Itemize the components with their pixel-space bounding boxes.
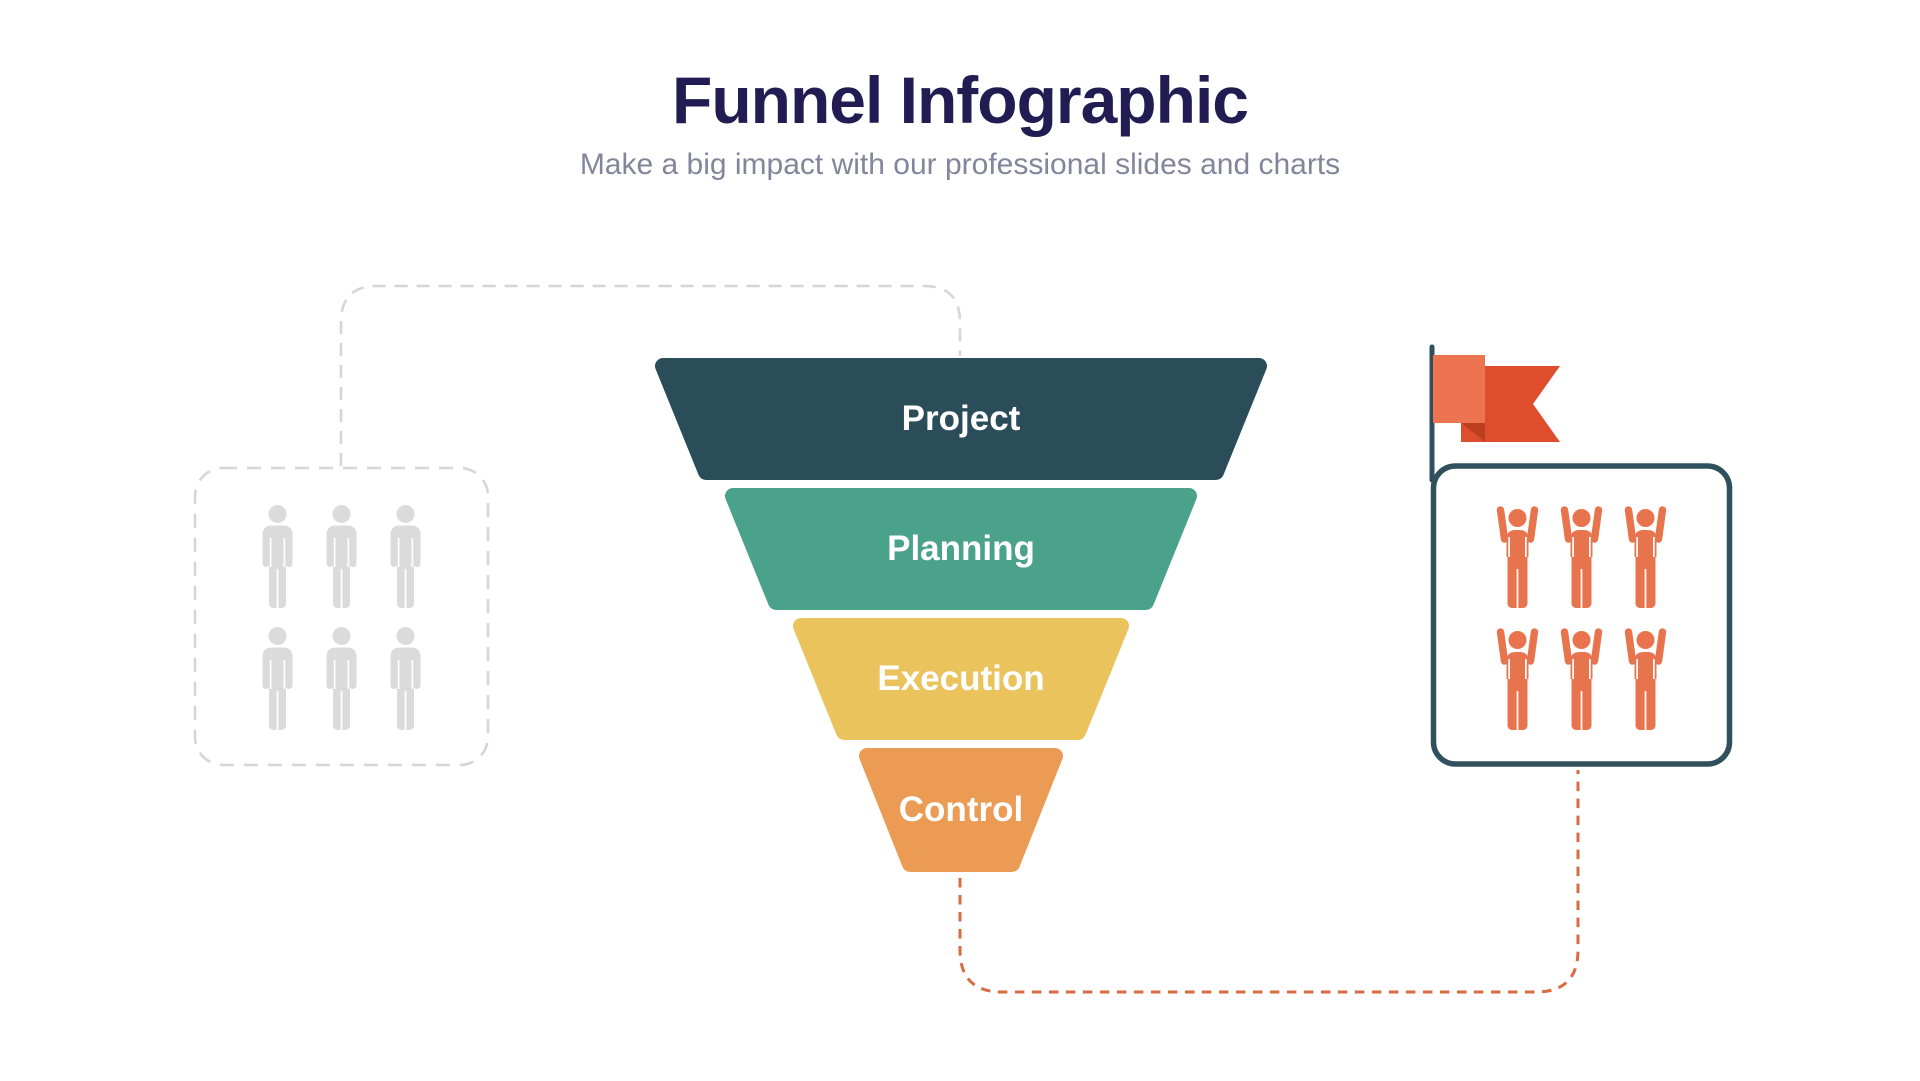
funnel-stage-planning (725, 488, 1197, 610)
flag-banner (1461, 366, 1560, 442)
audience-people-group (261, 505, 422, 731)
person-icon (261, 505, 294, 609)
person-icon (325, 505, 358, 609)
stage-label-control: Control (898, 790, 1024, 829)
funnel-shape (655, 358, 1267, 872)
stage-label-project: Project (901, 399, 1021, 438)
funnel-stage-control (859, 748, 1063, 872)
stage-label-planning: Planning (887, 529, 1035, 568)
funnel-stage-project (655, 358, 1267, 480)
connector-right-dashed (958, 770, 1580, 994)
page-subtitle: Make a big impact with our professional … (579, 148, 1341, 181)
flag-fold (1461, 423, 1485, 442)
page-title: Funnel Infographic (672, 63, 1249, 137)
audience-box (193, 466, 490, 767)
stage-label-execution: Execution (877, 659, 1045, 698)
person-icon (325, 627, 358, 731)
connector-left-dashed (339, 284, 962, 466)
person-icon (389, 627, 422, 731)
funnel-stage-execution (793, 618, 1129, 740)
person-icon (389, 505, 422, 609)
flag-front (1433, 355, 1485, 423)
flag-icon (1429, 344, 1560, 483)
person-icon (261, 627, 294, 731)
